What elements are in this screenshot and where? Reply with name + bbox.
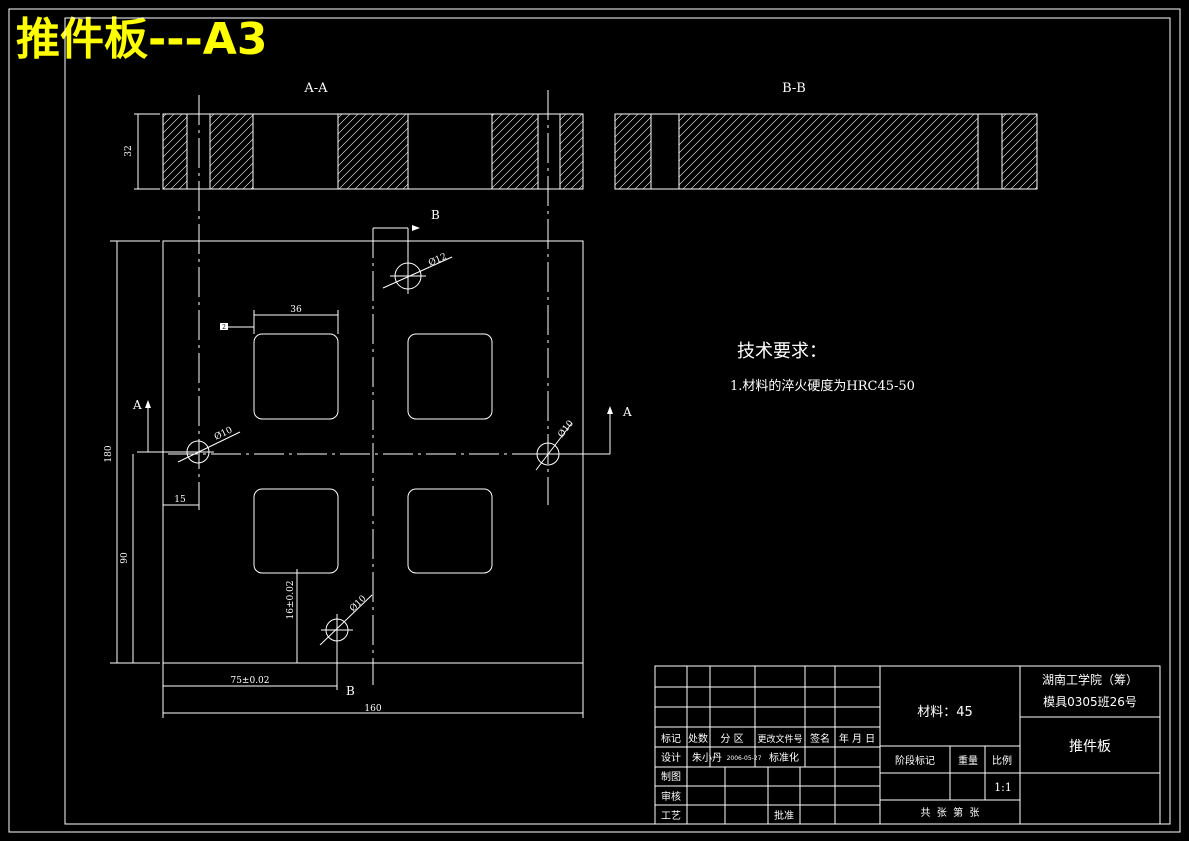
dimension-lines bbox=[110, 241, 583, 718]
dia10-bottom-label: Ø10 bbox=[347, 593, 368, 614]
section-bb-view bbox=[615, 114, 1037, 189]
pocket-small-dim-text: 2 bbox=[222, 324, 226, 331]
tb-design-label: 设计 bbox=[661, 751, 681, 764]
tb-sheets: 共 张 第 张 bbox=[920, 806, 979, 819]
tb-designer: 朱小丹 bbox=[692, 752, 722, 764]
section-mark-a-left: A bbox=[132, 398, 142, 412]
pocket-small-dim-box bbox=[220, 323, 228, 330]
tb-class: 模具0305班26号 bbox=[1043, 695, 1137, 709]
width-dim-text: 160 bbox=[364, 704, 381, 714]
section-aa-view bbox=[163, 90, 583, 510]
section-mark-b-top: B bbox=[431, 208, 440, 222]
section-bb-label: B-B bbox=[782, 81, 806, 96]
tb-process-label: 工艺 bbox=[661, 810, 681, 822]
plan-view bbox=[163, 228, 583, 685]
inner-frame bbox=[65, 18, 1170, 824]
tb-approve-label: 批准 bbox=[774, 809, 794, 822]
tb-check-label: 审核 bbox=[661, 790, 681, 803]
diameter-leaders bbox=[178, 257, 572, 645]
tb-scale: 1:1 bbox=[994, 781, 1012, 794]
section-aa-label: A-A bbox=[303, 81, 328, 96]
tb-part-name: 推件板 bbox=[1069, 739, 1111, 755]
tb-school: 湖南工学院（筹） bbox=[1042, 672, 1138, 687]
outer-frame bbox=[9, 9, 1180, 832]
tb-header-date: 年 月 日 bbox=[839, 732, 875, 745]
drawing-title: 推件板---A3 bbox=[16, 14, 268, 65]
hole-offset-x-dim-text: 75±0.02 bbox=[230, 676, 269, 686]
frame-corner-mark bbox=[1155, 18, 1170, 33]
dia10-right-label: Ø10 bbox=[556, 418, 576, 440]
edge-offset-dim-text: 15 bbox=[174, 495, 186, 505]
tb-material: 材料：45 bbox=[917, 705, 973, 720]
tb-header-mark: 标记 bbox=[661, 733, 681, 745]
thickness-dim bbox=[134, 114, 160, 189]
section-mark-a-right: A bbox=[622, 405, 632, 419]
tb-design-date: 2006-05-27 bbox=[727, 755, 762, 762]
pocket-width-dim-text: 36 bbox=[290, 305, 302, 315]
title-block-grid bbox=[655, 666, 1160, 824]
tech-item-1: 1.材料的淬火硬度为HRC45-50 bbox=[730, 378, 915, 394]
height-dim-text: 180 bbox=[104, 445, 114, 462]
dia12-label: Ø12 bbox=[427, 251, 449, 269]
half-height-dim-text: 90 bbox=[120, 552, 130, 564]
tb-stage-label: 阶段标记 bbox=[895, 754, 935, 767]
tb-scale-label: 比例 bbox=[992, 754, 1012, 767]
thickness-dim-text: 32 bbox=[124, 145, 134, 156]
tech-heading: 技术要求： bbox=[737, 341, 827, 362]
tb-header-count: 处数 bbox=[688, 732, 708, 745]
tb-header-sign: 签名 bbox=[810, 732, 830, 745]
tb-header-zone: 分 区 bbox=[720, 733, 743, 745]
tb-draw-label: 制图 bbox=[661, 770, 681, 783]
tb-standardize: 标准化 bbox=[769, 751, 799, 764]
section-mark-b-bottom: B bbox=[346, 684, 355, 698]
tb-header-change-doc: 更改文件号 bbox=[757, 733, 802, 745]
section-markers bbox=[137, 225, 613, 690]
hole-offset-y-dim-text: 16±0.02 bbox=[286, 580, 296, 619]
tb-weight-label: 重量 bbox=[958, 754, 978, 767]
